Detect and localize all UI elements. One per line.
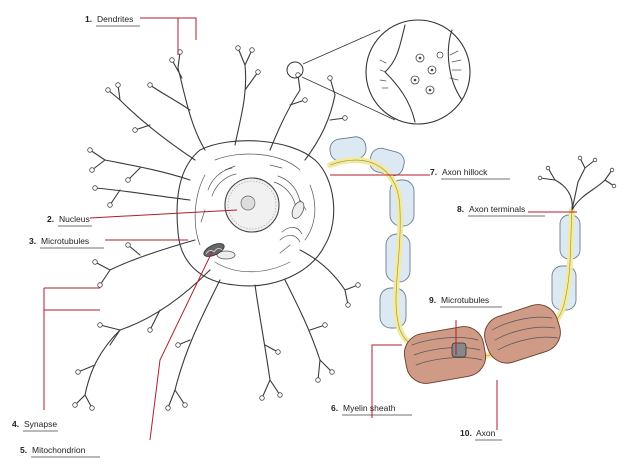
label-4-text: Synapse <box>24 419 57 429</box>
label-3-text: Microtubules <box>41 236 89 246</box>
label-8-text: Axon terminals <box>469 204 525 214</box>
label-4-number: 4. <box>12 419 19 429</box>
label-5-number: 5. <box>20 445 27 455</box>
label-2-number: 2. <box>47 214 54 224</box>
synapse-zoom <box>287 20 470 124</box>
label-3: 3. Microtubules <box>29 236 104 248</box>
label-6-number: 6. <box>331 403 338 413</box>
label-1-number: 1. <box>85 14 92 24</box>
label-6-text: Myelin sheath <box>343 403 396 413</box>
dendrites <box>73 46 361 411</box>
label-7-number: 7. <box>430 167 437 177</box>
label-9-number: 9. <box>429 295 436 305</box>
label-2: 2. Nucleus <box>47 214 92 226</box>
label-9-text: Microtubules <box>441 295 489 305</box>
cell-body <box>177 141 334 286</box>
label-5-text: Mitochondrion <box>32 445 86 455</box>
label-7-text: Axon hillock <box>442 167 488 177</box>
label-2-text: Nucleus <box>59 214 90 224</box>
label-8-number: 8. <box>457 204 464 214</box>
label-4: 4. Synapse <box>12 419 58 431</box>
label-10: 10. Axon <box>460 428 502 440</box>
label-10-number: 10. <box>460 428 472 438</box>
label-5: 5. Mitochondrion <box>20 445 100 457</box>
label-8: 8. Axon terminals <box>457 204 545 216</box>
label-1: 1. Dendrites <box>85 14 140 26</box>
label-3-number: 3. <box>29 236 36 246</box>
label-10-text: Axon <box>476 428 496 438</box>
label-1-text: Dendrites <box>97 14 133 24</box>
label-9: 9. Microtubules <box>429 295 502 307</box>
label-7: 7. Axon hillock <box>430 167 510 179</box>
